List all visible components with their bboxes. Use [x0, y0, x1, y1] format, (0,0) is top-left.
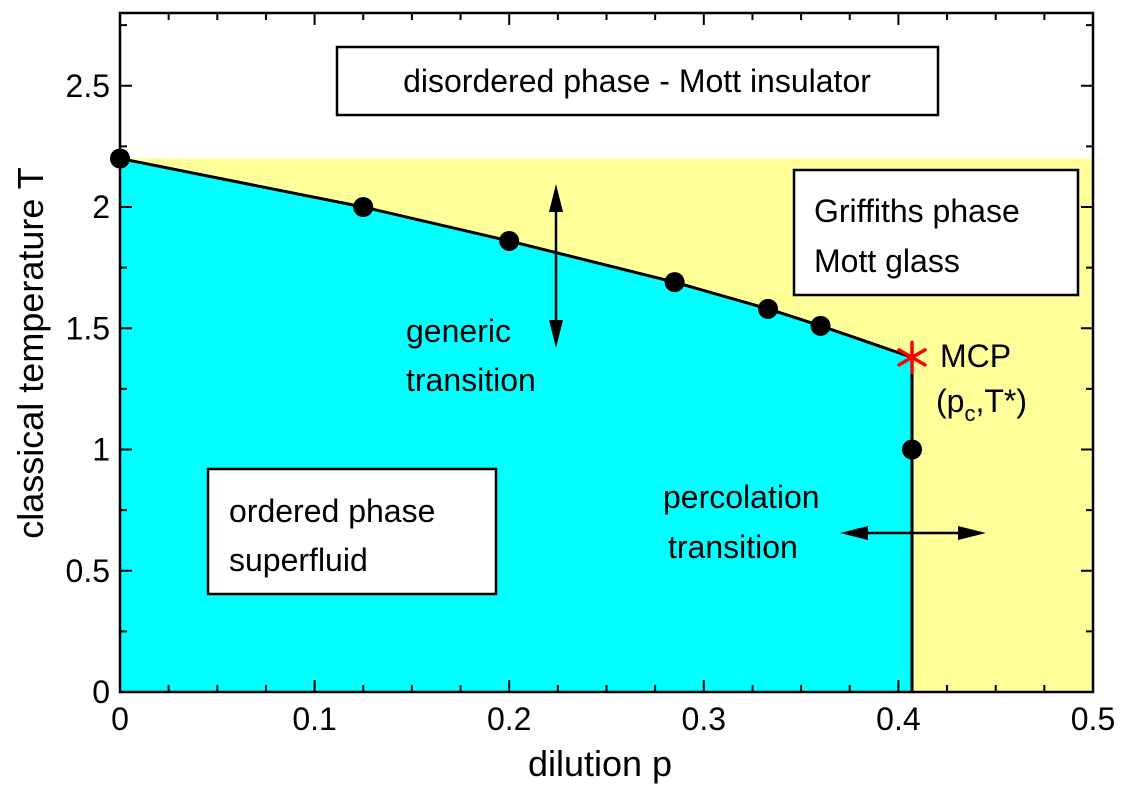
y-tick-labels: 0 0.5 1 1.5 2 2.5	[66, 68, 110, 710]
data-points	[110, 148, 923, 460]
data-point	[810, 315, 831, 336]
y-axis-title: classical temperature T	[10, 167, 51, 538]
generic-transition-arrow	[549, 184, 563, 348]
mott-glass-label: Mott glass	[814, 243, 960, 279]
mcp-coordinates-label: (pc,T*)	[936, 383, 1027, 426]
disordered-phase-label: disordered phase - Mott insulator	[403, 63, 871, 99]
mcp-label: MCP	[940, 338, 1011, 374]
data-point	[353, 197, 374, 217]
griffiths-phase-label: Griffiths phase	[814, 193, 1020, 229]
data-point	[499, 230, 520, 251]
generic-label: generic	[406, 313, 511, 349]
ordered-phase-box	[206, 467, 498, 596]
mcp-star-stroke	[897, 348, 927, 367]
x-axis-title: dilution p	[528, 743, 672, 784]
generic-transition-label: transition	[406, 362, 536, 398]
y-tick-label: 2.5	[66, 68, 110, 104]
mcp-star-marker	[897, 340, 927, 375]
x-tick-label: 0.5	[1071, 701, 1115, 737]
data-point	[758, 298, 779, 319]
axis-ticks	[119, 13, 1094, 693]
y-tick-label: 0.5	[66, 553, 110, 589]
data-point	[902, 439, 923, 460]
x-tick-label: 0.1	[292, 701, 336, 737]
percolation-transition-label: transition	[668, 529, 798, 565]
percolation-transition-arrow	[840, 526, 986, 540]
y-tick-label: 1	[92, 432, 110, 468]
x-tick-label: 0	[111, 701, 129, 737]
y-tick-label: 1.5	[66, 310, 110, 346]
y-tick-label: 2	[92, 189, 110, 225]
data-point	[664, 272, 685, 293]
x-tick-label: 0.2	[487, 701, 531, 737]
x-tick-label: 0.4	[876, 701, 920, 737]
x-tick-label: 0.3	[682, 701, 726, 737]
x-tick-labels: 0 0.1 0.2 0.3 0.4 0.5	[111, 701, 1115, 737]
griffiths-phase-box	[792, 168, 1080, 297]
percolation-label: percolation	[663, 479, 820, 515]
ordered-phase-label: ordered phase	[229, 493, 435, 529]
y-tick-label: 0	[92, 674, 110, 710]
superfluid-label: superfluid	[229, 542, 368, 578]
data-point	[110, 148, 130, 169]
disordered-phase-box	[335, 45, 940, 117]
